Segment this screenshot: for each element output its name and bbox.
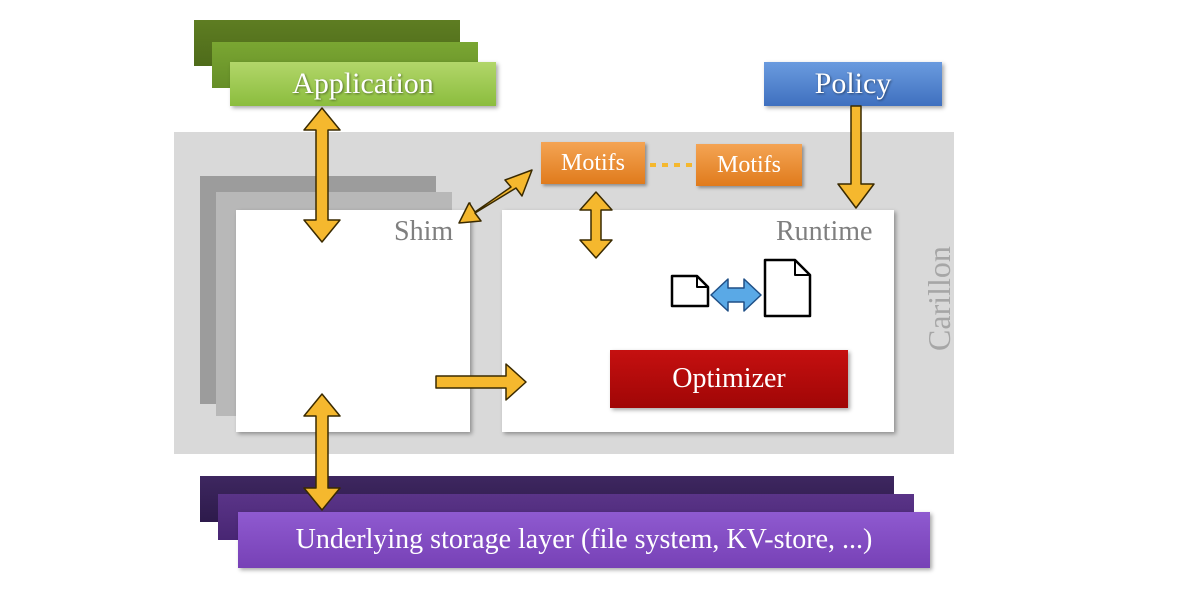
policy-box: Policy [764,62,942,106]
storage-box: Underlying storage layer (file system, K… [238,512,930,568]
shim-box [236,210,470,432]
large-document-icon [763,258,812,318]
policy-label: Policy [814,67,892,100]
bidirectional-arrow-icon [710,278,762,312]
motifs-box-1: Motifs [541,142,645,184]
application-box: Application [230,62,496,106]
shim-optimizer-arrow [435,363,527,401]
motifs-shim-double-arrow [458,169,533,224]
motifs-label-2: Motifs [716,151,781,178]
shim-label: Shim [394,216,454,247]
motifs-label-1: Motifs [560,149,625,176]
motifs-runtime-double-arrow [579,191,613,259]
storage-label: Underlying storage layer (file system, K… [295,524,873,555]
policy-runtime-arrow [837,105,875,209]
small-document-icon [670,274,710,308]
application-shim-double-arrow [303,107,341,243]
motifs-box-2: Motifs [696,144,802,186]
runtime-label: Runtime [776,216,873,247]
optimizer-box: Optimizer [610,350,848,408]
optimizer-label: Optimizer [672,363,786,394]
shim-storage-double-arrow [303,393,341,511]
application-label: Application [292,67,434,100]
